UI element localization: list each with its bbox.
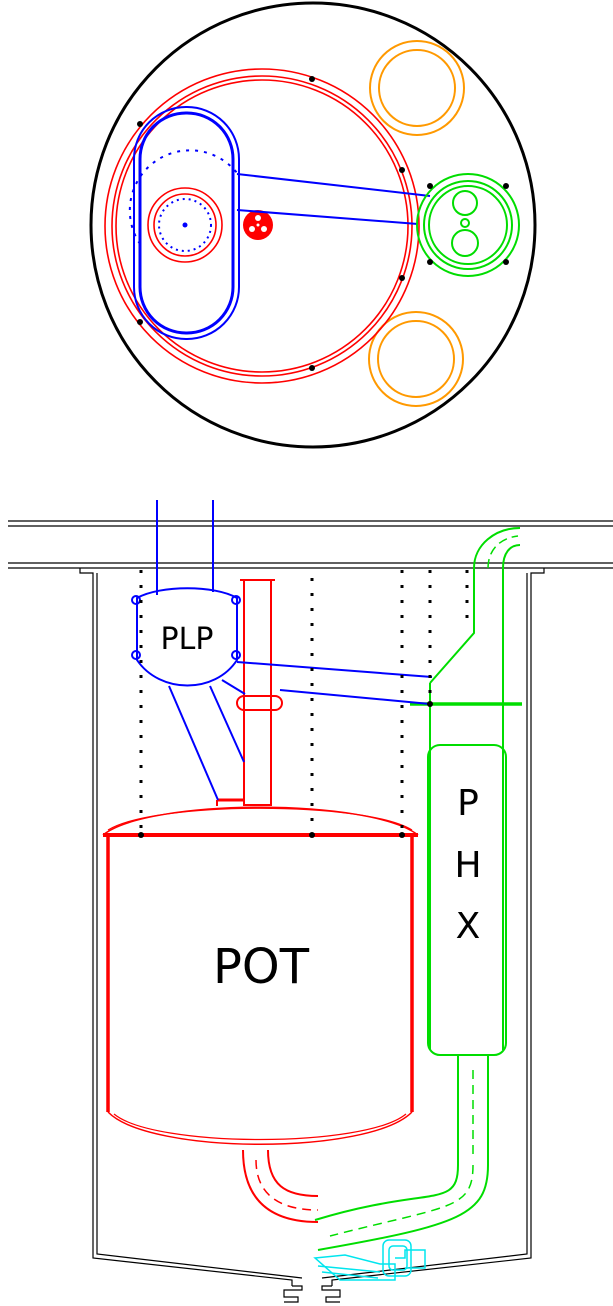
shaft-rings bbox=[147, 187, 223, 263]
dotted-guides bbox=[139, 570, 469, 835]
pot-rim-dots bbox=[138, 701, 433, 838]
phx-bolt-dots bbox=[427, 183, 509, 265]
plp-to-phx-pipes bbox=[236, 173, 431, 225]
pump-column bbox=[216, 579, 283, 806]
pot-label: POT bbox=[213, 939, 310, 995]
pot-vessel bbox=[102, 806, 419, 1223]
aux-component bbox=[313, 1239, 426, 1281]
plp-dotted-arc bbox=[128, 149, 241, 245]
vessel-outline bbox=[79, 568, 545, 1303]
orange-port-upper bbox=[369, 40, 465, 136]
orange-port-lower bbox=[368, 311, 464, 407]
top-view bbox=[89, 1, 537, 449]
top-vessel-outline bbox=[89, 1, 537, 449]
pot-top-rings bbox=[104, 68, 420, 384]
top-plates bbox=[8, 520, 613, 569]
red-instrument bbox=[243, 210, 273, 240]
phx-label-x: X bbox=[456, 906, 481, 947]
phx-label-h: H bbox=[454, 845, 481, 886]
phx-side bbox=[314, 527, 522, 1251]
plp-body bbox=[131, 500, 433, 801]
phx-label-p: P bbox=[457, 783, 479, 824]
phx-top bbox=[416, 173, 520, 277]
side-view: PLP POT P H X bbox=[8, 500, 613, 1303]
plp-top-stadium bbox=[133, 106, 240, 340]
bolt-dots bbox=[137, 76, 405, 371]
plp-label: PLP bbox=[161, 622, 214, 657]
